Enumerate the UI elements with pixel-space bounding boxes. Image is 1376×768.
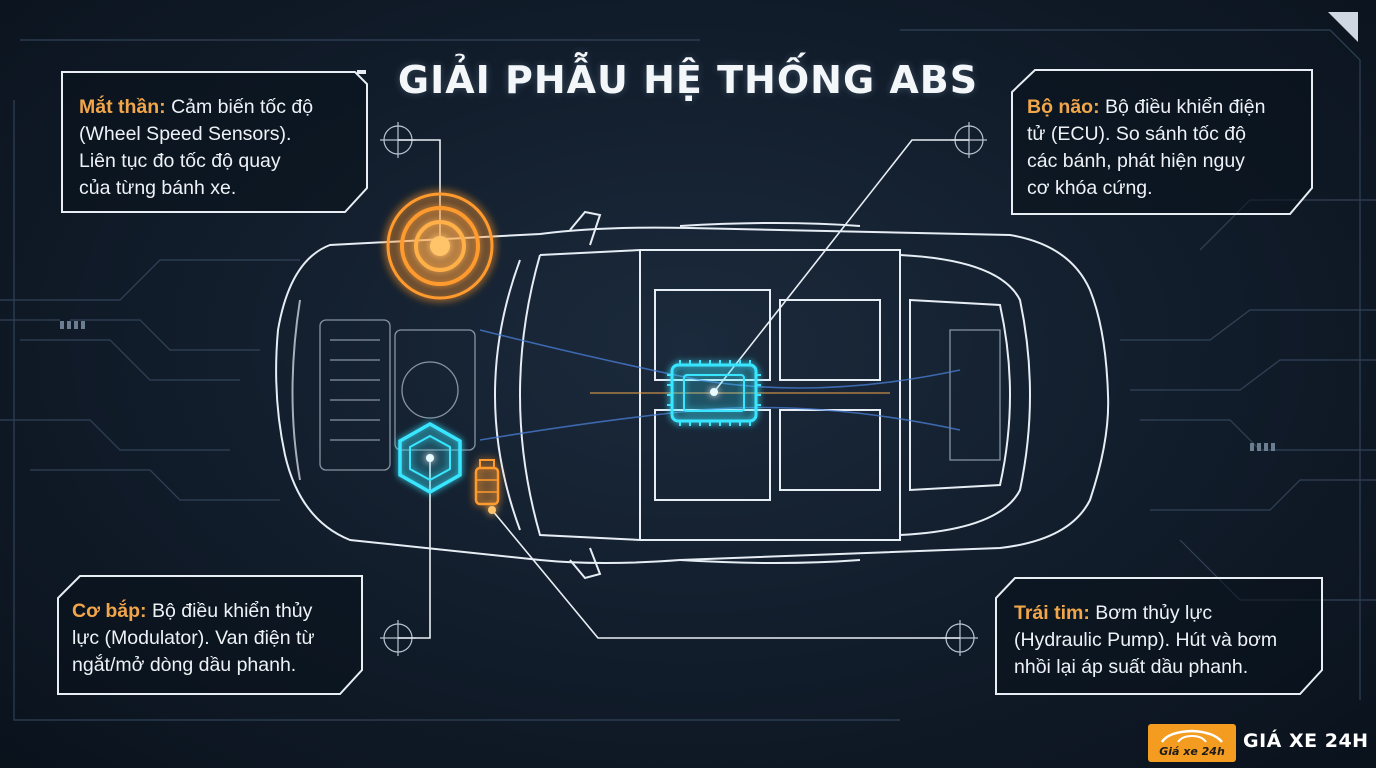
page-title: GIẢI PHẪU HỆ THỐNG ABS bbox=[397, 58, 979, 102]
hexagon-icon bbox=[398, 421, 462, 495]
circuit-traces bbox=[0, 29, 1376, 721]
cylinder-icon bbox=[474, 459, 500, 514]
callout-text: của từng bánh xe. bbox=[79, 177, 237, 199]
callout-pump: Trái tim: Bơm thủy lực (Hydraulic Pump).… bbox=[1014, 600, 1319, 681]
callout-text: lực (Modulator). Van điện từ bbox=[72, 627, 315, 649]
callout-modulator: Cơ bắp: Bộ điều khiển thủy lực (Modulato… bbox=[72, 598, 362, 679]
callout-text: Bộ điều khiển thủy bbox=[151, 600, 313, 622]
callout-text: Bơm thủy lực bbox=[1095, 602, 1213, 624]
callout-sensor: Mắt thần: Cảm biến tốc độ (Wheel Speed S… bbox=[79, 94, 364, 202]
chip-icon bbox=[667, 360, 761, 426]
callout-frame-ecu bbox=[1011, 69, 1313, 215]
callout-text: cơ khóa cứng. bbox=[1027, 177, 1153, 199]
callout-frame-modulator bbox=[57, 575, 363, 695]
callout-text: Liên tục đo tốc độ quay bbox=[79, 150, 281, 172]
car-logo-icon bbox=[1160, 729, 1223, 743]
callout-text: Bộ điều khiển điện bbox=[1105, 96, 1266, 118]
brand-logo: Giá xe 24h bbox=[1148, 724, 1236, 762]
callout-text: các bánh, phát hiện nguy bbox=[1027, 150, 1245, 172]
logo-badge-text: Giá xe 24h bbox=[1159, 745, 1225, 758]
callout-key: Bộ não: bbox=[1027, 96, 1100, 118]
callout-text: ngắt/mở dòng dầu phanh. bbox=[72, 654, 297, 676]
callout-text: (Wheel Speed Sensors). bbox=[79, 123, 292, 145]
callout-key: Trái tim: bbox=[1014, 602, 1090, 624]
concentric-rings-icon bbox=[378, 184, 502, 308]
callout-ecu: Bộ não: Bộ điều khiển điện tử (ECU). So … bbox=[1027, 94, 1312, 202]
callout-frame-sensor bbox=[61, 70, 368, 213]
car-outline bbox=[275, 210, 1110, 580]
callout-key: Cơ bắp: bbox=[72, 600, 147, 622]
callout-text: (Hydraulic Pump). Hút và bơm bbox=[1014, 629, 1278, 651]
brand-name: GIÁ XE 24H bbox=[1243, 730, 1369, 752]
callout-text: tử (ECU). So sánh tốc độ bbox=[1027, 123, 1246, 145]
callout-text: nhồi lại áp suất dầu phanh. bbox=[1014, 656, 1249, 678]
leader-lines bbox=[398, 139, 969, 639]
callout-text: Cảm biến tốc độ bbox=[171, 96, 314, 118]
callout-frame-pump bbox=[995, 577, 1323, 695]
trace-dash-marks bbox=[60, 12, 1358, 451]
callout-key: Mắt thần: bbox=[79, 96, 166, 118]
